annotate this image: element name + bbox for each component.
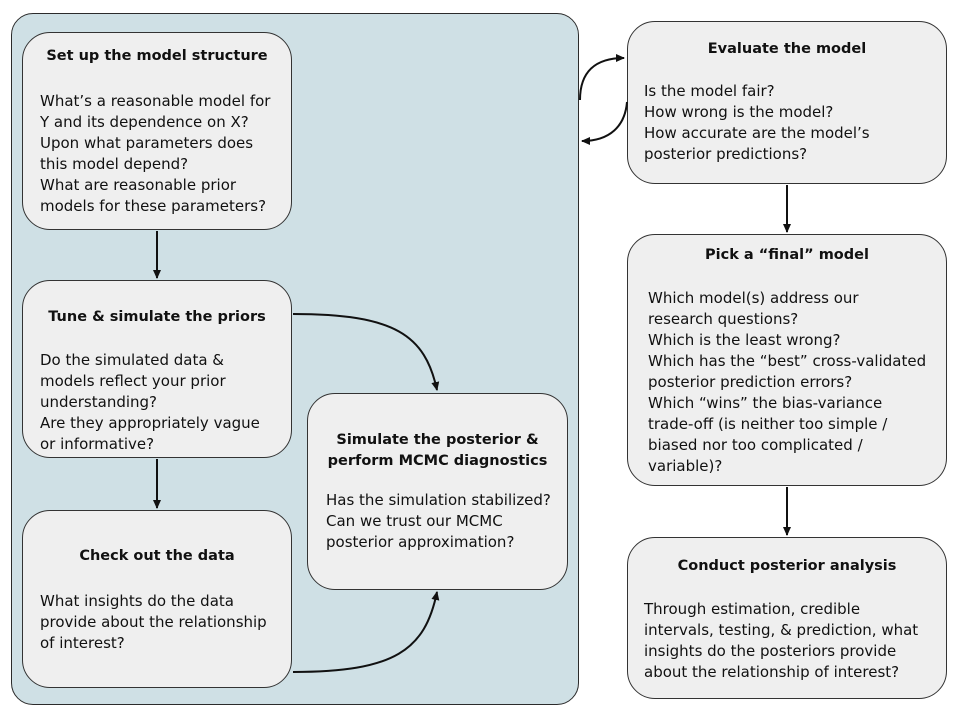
pick-line: Which has the “best” cross-validated <box>648 352 927 370</box>
simulate-line: Has the simulation stabilized? <box>326 491 551 509</box>
pick-line: Which “wins” the bias-variance <box>648 394 883 412</box>
simulate-title: Simulate the posterior & perform MCMC di… <box>308 430 567 472</box>
pick-line: trade-off (is neither too simple / <box>648 415 888 433</box>
evaluate-box: Evaluate the model Is the model fair? Ho… <box>627 21 947 184</box>
conduct-title: Conduct posterior analysis <box>677 558 897 574</box>
setup-line: Upon what parameters does <box>40 134 254 152</box>
conduct-line: intervals, testing, & prediction, what <box>644 621 919 639</box>
evaluate-text: Is the model fair? How wrong is the mode… <box>644 81 870 165</box>
pick-text: Which model(s) address our research ques… <box>648 288 926 477</box>
evaluate-title: Evaluate the model <box>707 41 867 57</box>
tune-line: Are they appropriately vague <box>40 414 260 432</box>
setup-line: Y and its dependence on X? <box>40 113 249 131</box>
conduct-line: about the relationship of interest? <box>644 663 900 681</box>
evaluate-line: How wrong is the model? <box>644 103 834 121</box>
setup-line: this model depend? <box>40 155 189 173</box>
arrow-tune-to-simulate <box>292 313 440 391</box>
pick-line: Which model(s) address our <box>648 289 859 307</box>
check-line: What insights do the data <box>40 592 234 610</box>
evaluate-line: posterior predictions? <box>644 145 808 163</box>
simulate-line: Can we trust our MCMC <box>326 512 503 530</box>
evaluate-line: How accurate are the model’s <box>644 124 870 142</box>
setup-line: What are reasonable prior <box>40 176 237 194</box>
setup-line: models for these parameters? <box>40 197 267 215</box>
conduct-line: Through estimation, credible <box>644 600 861 618</box>
pick-line: research questions? <box>648 310 799 328</box>
check-box: Check out the data What insights do the … <box>22 510 292 688</box>
setup-line: What’s a reasonable model for <box>40 92 271 110</box>
simulate-line: posterior approximation? <box>326 533 515 551</box>
setup-text: What’s a reasonable model for Y and its … <box>40 91 270 217</box>
setup-box: Set up the model structure What’s a reas… <box>22 32 292 230</box>
tune-line: models reflect your prior <box>40 372 226 390</box>
tune-line: understanding? <box>40 393 158 411</box>
pick-line: Which is the least wrong? <box>648 331 841 349</box>
tune-box: Tune & simulate the priors Do the simula… <box>22 280 292 458</box>
check-line: provide about the relationship <box>40 613 267 631</box>
tune-text: Do the simulated data & models reflect y… <box>40 350 260 455</box>
pick-line: biased nor too complicated / <box>648 436 863 454</box>
pick-line: posterior prediction errors? <box>648 373 853 391</box>
pick-title: Pick a “final” model <box>705 247 869 263</box>
conduct-text: Through estimation, credible intervals, … <box>644 599 918 683</box>
pick-line: variable)? <box>648 457 723 475</box>
simulate-text: Has the simulation stabilized? Can we tr… <box>326 490 551 553</box>
tune-line: or informative? <box>40 435 155 453</box>
arrow-from-evaluate <box>581 101 628 145</box>
arrow-to-evaluate <box>579 54 625 101</box>
arrow-check-to-simulate <box>292 591 440 673</box>
simulate-title-line: perform MCMC diagnostics <box>327 453 548 469</box>
check-text: What insights do the data provide about … <box>40 591 267 654</box>
evaluate-line: Is the model fair? <box>644 82 775 100</box>
conduct-box: Conduct posterior analysis Through estim… <box>627 537 947 699</box>
pick-box: Pick a “final” model Which model(s) addr… <box>627 234 947 486</box>
check-title: Check out the data <box>79 548 235 564</box>
conduct-line: insights do the posteriors provide <box>644 642 897 660</box>
setup-title: Set up the model structure <box>46 48 268 64</box>
tune-title: Tune & simulate the priors <box>48 309 266 325</box>
simulate-box: Simulate the posterior & perform MCMC di… <box>307 393 568 590</box>
tune-line: Do the simulated data & <box>40 351 224 369</box>
simulate-title-line: Simulate the posterior & <box>336 432 539 448</box>
check-line: of interest? <box>40 634 125 652</box>
